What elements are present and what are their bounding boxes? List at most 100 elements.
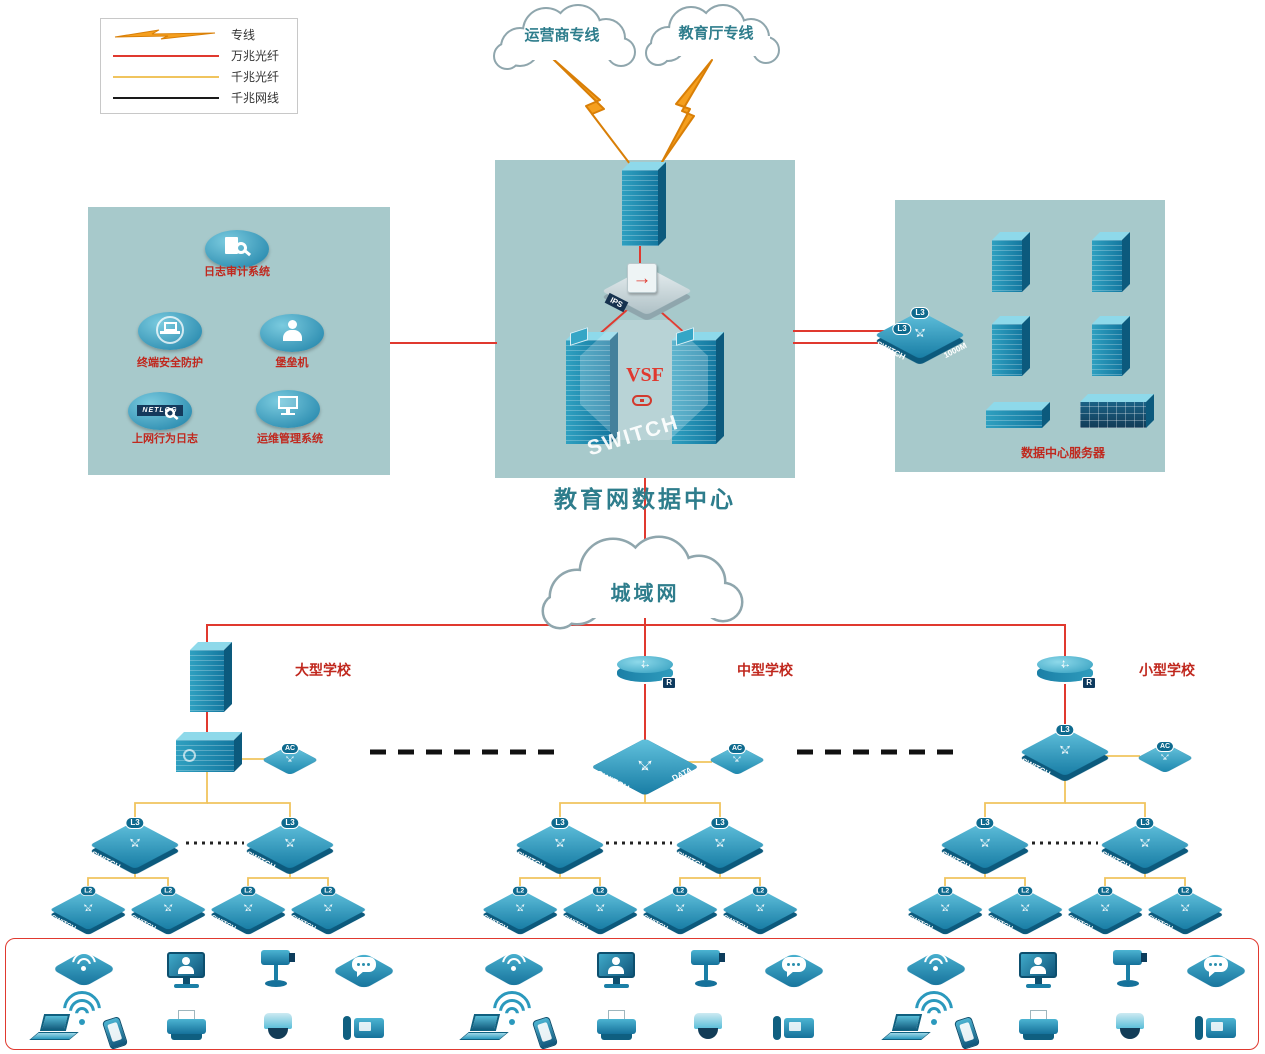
man-cloud: 城域网 <box>541 535 744 630</box>
datacenter-title: 教育网数据中心 <box>554 487 736 512</box>
vent-icon <box>183 749 196 762</box>
dome-camera-icon <box>1112 1012 1148 1042</box>
switch-badge: L3 <box>125 817 145 829</box>
datacenter-gateway-server <box>622 162 666 246</box>
legend-row-1g-cable: 千兆网线 <box>113 89 285 106</box>
netlog-icon: NETLOG <box>128 392 192 430</box>
switch-badge: L2 <box>1097 885 1114 897</box>
school1-ac-controller: ↔↔AC <box>261 742 319 778</box>
magnifier-icon <box>164 407 176 419</box>
fax-machine-icon <box>342 1014 388 1044</box>
isp-cloud: 运营商专线 <box>493 4 636 70</box>
switch-badge: L3 <box>910 307 930 319</box>
endpoint-devices-box <box>5 938 1259 1050</box>
log-audit-system-icon <box>205 230 269 268</box>
desktop-computer-icon <box>595 952 639 992</box>
switch-badge: L2 <box>592 885 609 897</box>
switch-badge: L2 <box>672 885 689 897</box>
ips-device: → <box>627 263 657 293</box>
fiber-10g-swatch <box>113 54 219 57</box>
printer-icon <box>595 1010 639 1042</box>
netlog-badge: NETLOG <box>137 405 183 416</box>
wireless-ap-icon <box>481 950 547 988</box>
switch-badge: L2 <box>240 885 257 897</box>
fiber-1g-swatch <box>113 75 219 78</box>
switch-badge: L3 <box>892 323 912 335</box>
legend-label: 万兆光纤 <box>231 49 280 63</box>
wireless-ap-icon <box>51 950 117 988</box>
ops-management-icon <box>256 390 320 428</box>
storage-device <box>986 402 1050 428</box>
dome-camera-icon <box>260 1012 296 1042</box>
legend: 专线 万兆光纤 千兆光纤 千兆网线 <box>100 18 298 114</box>
switch-badge: L3 <box>1135 817 1155 829</box>
desktop-computer-icon <box>165 952 209 992</box>
printer-icon <box>1017 1010 1061 1042</box>
school3-label: 小型学校 <box>1139 662 1195 678</box>
edu-cloud-label: 教育厅专线 <box>677 24 753 42</box>
cable-1g-swatch <box>113 96 219 99</box>
bastion-host-icon: ↔ <box>260 314 324 352</box>
school1-gateway <box>176 732 242 772</box>
ptz-camera-icon <box>258 948 298 992</box>
school1-label: 大型学校 <box>295 662 351 678</box>
dedicated-line-icon <box>114 29 216 39</box>
isp-cloud-label: 运营商专线 <box>524 26 599 44</box>
switch-badge: L2 <box>320 885 337 897</box>
legend-row-1g-fiber: 千兆光纤 <box>113 68 285 85</box>
legend-label: 千兆网线 <box>231 91 280 105</box>
log-audit-label: 日志审计系统 <box>204 266 270 278</box>
router-arrows-icon: ↔ <box>1058 658 1072 670</box>
switch-badge: AC <box>727 743 747 754</box>
switch-badge: L2 <box>752 885 769 897</box>
school3-ac-controller: ↔↔AC <box>1136 740 1194 776</box>
school2-label: 中型学校 <box>737 662 793 678</box>
bastion-host-label: 堡垒机 <box>275 357 309 369</box>
legend-row-10g: 万兆光纤 <box>113 47 285 64</box>
school2-router: ↔ ↔ R <box>617 656 676 689</box>
ops-management-label: 运维管理系统 <box>257 433 323 445</box>
laptop-icon <box>881 1014 931 1044</box>
legend-label: 专线 <box>231 28 256 42</box>
server-tower <box>992 232 1030 292</box>
vsf-switch-left <box>566 332 618 444</box>
printer-icon <box>165 1010 209 1042</box>
switch-badge: L2 <box>512 885 529 897</box>
school3-router: ↔ ↔ R <box>1037 656 1096 689</box>
router-arrows-icon: ↔ <box>638 658 652 670</box>
edu-cloud: 教育厅专线 <box>645 4 780 66</box>
datacenter-servers-label: 数据中心服务器 <box>1020 446 1105 460</box>
dome-camera-icon <box>690 1012 726 1042</box>
wireless-signal-icon <box>488 986 536 1028</box>
switch-badge: L3 <box>1055 724 1075 736</box>
switch-badge: L2 <box>80 885 97 897</box>
server-tower <box>1092 316 1130 376</box>
switch-badge: AC <box>1155 741 1175 752</box>
voip-chat-icon <box>1183 952 1249 990</box>
lightning-bolt-icon <box>551 57 713 165</box>
switch-badge: L3 <box>280 817 300 829</box>
vsf-switch-right <box>672 332 724 444</box>
voip-chat-icon <box>331 952 397 990</box>
man-cloud-label: 城域网 <box>611 581 680 605</box>
legend-row-dedicated: 专线 <box>113 26 285 43</box>
switch-badge: AC <box>280 743 300 754</box>
terminal-security-label: 终端安全防护 <box>137 357 203 369</box>
legend-label: 千兆光纤 <box>231 70 280 84</box>
